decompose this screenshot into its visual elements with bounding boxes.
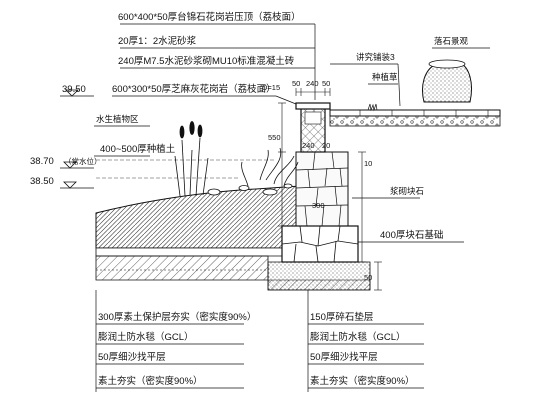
paving-base xyxy=(329,115,501,127)
ground-stones xyxy=(207,183,293,196)
dim-low-10: 10 xyxy=(364,159,372,168)
callout-coping: 600*400*50厚台锦石花岗岩压顶（荔枝面） xyxy=(118,11,301,23)
callout-mortar: 20厚1：2水泥砂浆 xyxy=(118,35,197,47)
elevation-2: 38.70 xyxy=(30,156,54,167)
layer-right-4: 素土夯实（密实度90%） xyxy=(310,375,415,387)
callout-drain: 讲究铺装3 xyxy=(356,52,395,62)
grass-tufts xyxy=(367,103,378,112)
annotations: 600*400*50厚台锦石花岗岩压顶（荔枝面） 20厚1：2水泥砂浆 240厚… xyxy=(30,11,469,387)
compacted-soil-layer xyxy=(95,255,269,281)
layer-left-1: 300厚素土保护层夯实（密实度90%） xyxy=(98,311,256,323)
callout-boulder: 落石景观 xyxy=(434,36,469,46)
dim-inner-20: 20 xyxy=(322,141,330,150)
callout-brick: 240厚M7.5水泥砂浆砌MU10标准混凝土砖 xyxy=(118,55,295,67)
elevation-3: 38.50 xyxy=(30,176,54,187)
rubble-base xyxy=(281,225,359,263)
layer-right-2: 膨润土防水毯（GCL） xyxy=(310,331,406,343)
coping-stone xyxy=(295,102,331,110)
dim-top-3: 50 xyxy=(322,79,330,88)
rubble-upper xyxy=(295,151,349,227)
callout-planting-soil: 400~500厚种植土 xyxy=(100,143,176,155)
water-lines xyxy=(96,159,275,179)
dim-d: D=15 xyxy=(262,83,280,92)
dim-vertical-550: 550 xyxy=(268,133,281,142)
layer-left-2: 膨润土防水毯（GCL） xyxy=(98,331,194,343)
dim-top-2: 240 xyxy=(306,79,319,88)
dim-low-300: 300 xyxy=(312,201,325,210)
callout-grass: 种植草 xyxy=(372,72,398,82)
callout-wall-face: 600*300*50厚芝麻灰花岗岩（荔枝面） xyxy=(112,83,276,95)
pond-soil-layers xyxy=(95,185,371,291)
dim-top-1: 50 xyxy=(292,79,300,88)
elevation-2-note: （常水位） xyxy=(64,156,102,166)
layer-right-3: 50厚细沙找平层 xyxy=(310,351,378,363)
wall-cap-inner xyxy=(304,111,322,125)
elevation-markers xyxy=(60,89,94,189)
layer-left-4: 素土夯实（密实度90%） xyxy=(98,375,203,387)
elevation-1: 39.50 xyxy=(62,84,86,95)
liner-band xyxy=(95,247,301,257)
right-pavement xyxy=(329,59,501,127)
layer-left-3: 50厚细沙找平层 xyxy=(98,351,166,363)
paving-slab xyxy=(329,109,501,117)
dim-low-50: 50 xyxy=(364,273,372,282)
rubble-wall xyxy=(281,102,359,263)
dimension-lines xyxy=(278,88,382,291)
layer-right-1: 150厚碎石垫层 xyxy=(310,311,373,323)
aquatic-plants xyxy=(174,121,299,197)
callout-aquatic: 水生植物区 xyxy=(96,114,139,124)
callout-base: 400厚块石基础 xyxy=(380,229,443,241)
leader-lines xyxy=(94,23,490,243)
layer-tables xyxy=(95,290,424,392)
callout-rubble: 浆砌块石 xyxy=(390,186,424,196)
dim-inner-240: 240 xyxy=(302,141,315,150)
base-compacted-soil xyxy=(267,279,371,291)
